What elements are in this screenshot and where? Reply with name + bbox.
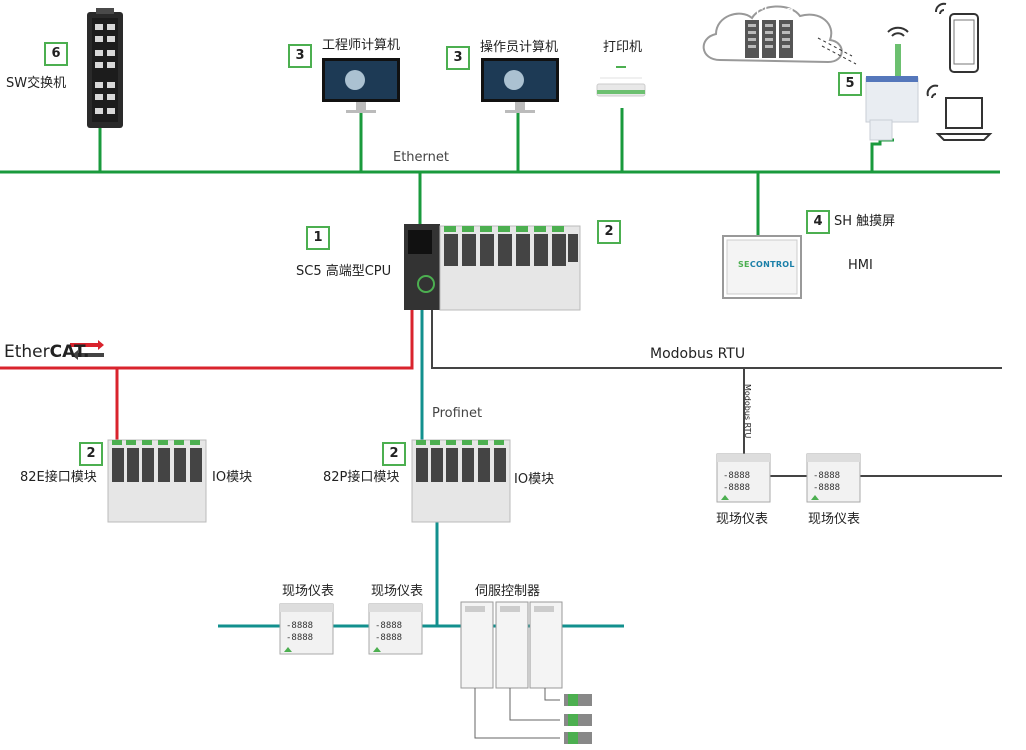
svg-text:-8888: -8888 <box>375 621 402 631</box>
cloud-icon <box>702 5 843 64</box>
ethercat-logo: EtherCAT. <box>4 342 90 362</box>
svg-text:-8888: -8888 <box>813 471 840 481</box>
profinet-label: Profinet <box>432 406 483 421</box>
modbus-rtu-label: Modobus RTU <box>650 346 746 362</box>
badge-rack: 2 <box>597 220 621 244</box>
engineer-monitor-device <box>322 58 400 113</box>
modbus-rtu-vertical-label: Modobus RTU <box>743 384 752 439</box>
if82p-label: 82P接口模块 <box>323 470 400 485</box>
svg-text:-8888: -8888 <box>723 483 750 493</box>
field-meter-device: -8888 -8888 <box>279 603 334 655</box>
modbus-link <box>431 310 1002 477</box>
if82e-module <box>107 439 207 523</box>
operator-pc-label: 操作员计算机 <box>480 40 559 55</box>
hmi-touchscreen-device <box>722 235 802 299</box>
svg-text:-8888: -8888 <box>375 633 402 643</box>
io-module-label-a: IO模块 <box>212 470 253 485</box>
operator-monitor-device <box>481 58 559 113</box>
badge-sw-switch: 6 <box>44 42 68 66</box>
cloud-link-arrows <box>817 37 857 65</box>
gateway-device <box>865 44 919 141</box>
field-meter-label: 现场仪表 <box>716 512 769 527</box>
badge-gateway: 5 <box>838 72 862 96</box>
ethercat-arrow-icon <box>70 340 104 360</box>
cloud-label: cloud <box>756 4 794 20</box>
field-meter-device: -8888 -8888 <box>806 453 861 503</box>
field-meter-device: -8888 -8888 <box>716 453 771 503</box>
svg-text:-8888: -8888 <box>723 471 750 481</box>
network-switch-device <box>87 8 123 128</box>
field-meter-label: 现场仪表 <box>371 584 424 599</box>
field-meter-label: 现场仪表 <box>808 512 861 527</box>
touchscreen-label: SH 触摸屏 <box>834 214 896 229</box>
phone-icon <box>949 13 979 73</box>
laptop-icon <box>935 97 993 141</box>
servo-controllers <box>460 601 563 739</box>
wifi-icon <box>887 2 947 99</box>
printer-label: 打印机 <box>603 40 643 55</box>
io-module-label-b: IO模块 <box>514 472 555 487</box>
servo-controller-label: 伺服控制器 <box>475 584 541 599</box>
hmi-label: HMI <box>848 258 873 273</box>
badge-cpu: 1 <box>306 226 330 250</box>
badge-if82p: 2 <box>382 442 406 466</box>
servo-motor-icon <box>564 694 592 744</box>
svg-text:-8888: -8888 <box>813 483 840 493</box>
badge-touchscreen: 4 <box>806 210 830 234</box>
badge-if82e: 2 <box>79 442 103 466</box>
ethernet-label: Ethernet <box>393 150 449 165</box>
engineer-pc-label: 工程师计算机 <box>322 38 401 53</box>
svg-text:-8888: -8888 <box>286 633 313 643</box>
field-meter-label: 现场仪表 <box>282 584 335 599</box>
svg-text:-8888: -8888 <box>286 621 313 631</box>
cpu-rack <box>404 224 581 311</box>
sw-switch-label: SW交换机 <box>6 76 67 91</box>
secontrol-logo: SECONTROL <box>738 260 795 269</box>
badge-engineer-pc: 3 <box>288 44 312 68</box>
ethernet-bus <box>0 108 1000 236</box>
if82p-module <box>411 439 511 523</box>
badge-operator-pc: 3 <box>446 46 470 70</box>
if82e-label: 82E接口模块 <box>20 470 97 485</box>
cpu-label: SC5 高端型CPU <box>296 264 392 279</box>
ethercat-link <box>0 310 414 440</box>
field-meter-device: -8888 -8888 <box>368 603 423 655</box>
printer-device <box>596 66 646 97</box>
